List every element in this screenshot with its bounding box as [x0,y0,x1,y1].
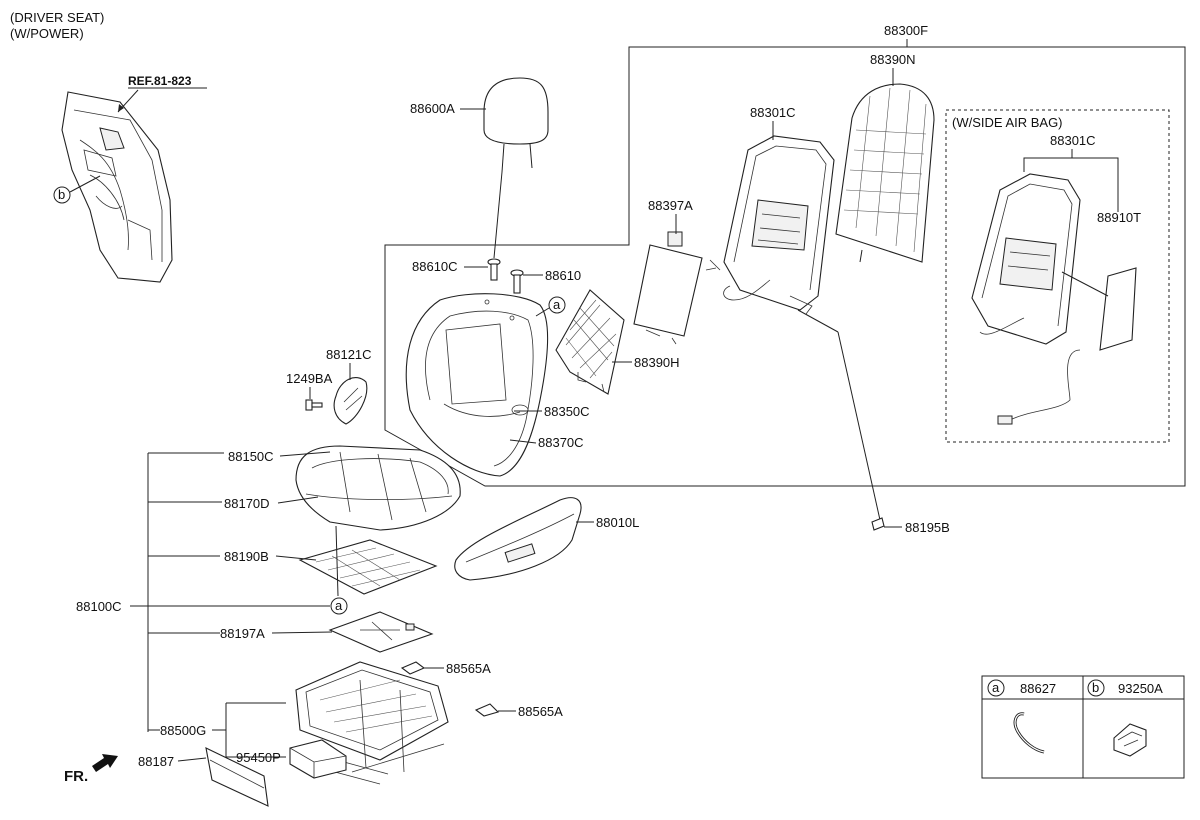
ref-label: REF.81-823 [128,74,192,88]
clip-88565A-lower-illustration [474,703,500,717]
side-airbag-box [945,109,1170,443]
part-88150C-label: 88150C [228,449,274,464]
cushion-pan-illustration [298,525,438,597]
header-power: (W/POWER) [10,26,84,41]
callout-a-bottom-circle [330,597,348,615]
back-panel-illustration [835,83,935,263]
ref-arrow-icon [118,104,124,112]
part-88121C-label: 88121C [326,347,372,362]
seatback-cover-illustration [405,293,549,477]
side-airbag-module-label: 88910T [1097,210,1141,225]
side-airbag-frame-label: 88301C [1050,133,1096,148]
callout-a-top-leader [535,307,550,317]
recliner-cover-illustration [333,377,368,425]
part-88565A-upper-label: 88565A [446,661,491,676]
front-arrow-icon [92,754,118,772]
part-88600A-label: 88600A [410,101,455,116]
headrest-illustration [483,77,549,173]
legend-a-mark: a [992,680,1000,695]
bolt-88195B-leader-b [837,331,881,521]
guide-88610-illustration [510,269,524,294]
legend-b-mark: b [1092,680,1099,695]
part-88170D-leader [277,496,319,504]
part-1249BA-label: 1249BA [286,371,333,386]
legend-a-circle [987,679,1005,697]
legend-b-part: 93250A [1118,681,1163,696]
cushion-cover-illustration [295,445,461,531]
part-88300F-label: 88300F [884,23,928,38]
part-88190B-leader [275,555,317,561]
part-88397A-label: 88397A [648,198,693,213]
part-88197A-leader [271,631,333,634]
part-88610C-label: 88610C [412,259,458,274]
part-88100C-label: 88100C [76,599,122,614]
connector-icon [1113,723,1147,757]
guide-88610C-illustration [487,258,501,281]
callout-b-leader [69,175,101,193]
control-module-illustration [289,739,347,779]
part-95450P-label: 95450P [236,750,281,765]
headrest-guide-line [493,171,503,259]
part-88301C-label: 88301C [750,105,796,120]
front-trim-illustration [205,747,269,807]
callout-a-top-text: a [553,297,561,312]
side-airbag-title: (W/SIDE AIR BAG) [952,115,1063,130]
legend-a-part: 88627 [1020,681,1056,696]
part-88370C-label: 88370C [538,435,584,450]
part-88187-label: 88187 [138,754,174,769]
callout-a-bottom-text: a [335,598,343,613]
side-airbag-module-leader [1061,271,1109,297]
front-indicator-label: FR. [64,768,88,785]
part-88187-leader [177,757,207,762]
bolt-88195B-illustration [871,517,885,531]
seatback-frame-illustration [705,135,835,315]
side-airbag-frame-bracket [1023,157,1119,212]
plate-88197A-illustration [328,611,434,653]
part-88390H-label: 88390H [634,355,680,370]
part-88170D-label: 88170D [224,496,270,511]
part-88390N-label: 88390N [870,52,916,67]
part-88565A-lower-label: 88565A [518,704,563,719]
seat-track-frame-illustration [289,661,449,785]
bolt-88195B-leader-a [797,309,839,333]
wire-clip-icon [1013,712,1045,754]
side-shield-illustration [454,497,582,581]
part-88197A-label: 88197A [220,626,265,641]
assembly-88300F-outline [384,46,1186,487]
part-88010L-label: 88010L [596,515,639,530]
lumbar-module-illustration [633,231,703,345]
callout-b-circle [53,186,71,204]
part-88195B-label: 88195B [905,520,950,535]
bracket-88500G [225,702,286,758]
screw-1249BA-illustration [305,399,323,411]
side-airbag-module-illustration [997,267,1137,425]
callout-b-text: b [58,187,65,202]
part-88500G-label: 88500G [160,723,206,738]
part-88150C-leader [279,451,331,457]
lumbar-support-illustration [555,289,625,395]
header-driver-seat: (DRIVER SEAT) [10,10,104,25]
part-88350C-label: 88350C [544,404,590,419]
clip-88565A-upper-illustration [400,661,426,675]
callout-a-top-circle [548,296,566,314]
door-trim-illustration [61,91,173,283]
side-airbag-frame-illustration [971,173,1081,345]
part-88370C-leader [509,439,537,444]
part-88190B-label: 88190B [224,549,269,564]
legend-b-circle [1087,679,1105,697]
part-88610-label: 88610 [545,268,581,283]
